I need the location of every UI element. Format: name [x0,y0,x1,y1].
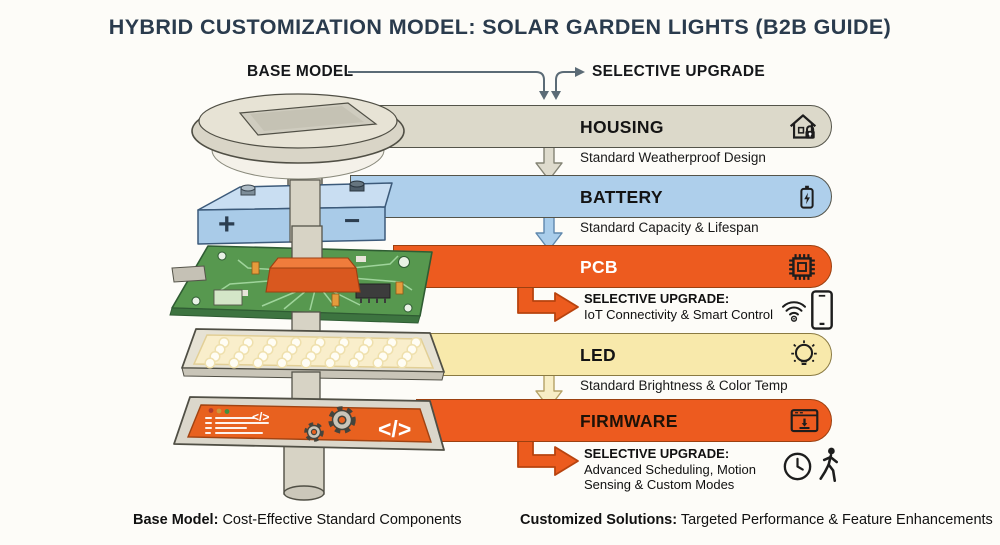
led-bar [398,333,832,376]
firmware-bar [416,399,832,442]
window-download-icon [787,403,822,438]
solar-cap-layer [191,93,405,180]
pcb-upgrade-arrow-icon [517,284,579,322]
firmware-upgrade-title: SELECTIVE UPGRADE: [584,446,730,461]
firmware-upgrade-description: Advanced Scheduling, Motion Sensing & Cu… [584,462,757,493]
led-description: Standard Brightness & Color Temp [580,378,788,393]
customized-solutions-caption-label: Customized Solutions: [520,512,678,528]
housing-bar [378,105,832,148]
base-model-caption: Base Model: Cost-Effective Standard Comp… [133,512,462,528]
flow-fork-arrow-icon [348,67,585,100]
base-model-label: BASE MODEL [247,63,354,80]
code-glyph-large: </> [378,416,411,442]
firmware-title: FIRMWARE [580,411,678,431]
firmware-upgrade-callout: SELECTIVE UPGRADE: Advanced Scheduling, … [584,446,770,492]
battery-plus-sign: + [218,208,236,241]
led-dots [204,336,422,369]
battery-title: BATTERY [580,187,663,207]
battery-minus-sign: − [344,205,360,236]
walking-person-icon [813,446,845,488]
customized-solutions-caption: Customized Solutions: Targeted Performan… [520,512,993,528]
lightbulb-icon [786,337,822,373]
led-title: LED [580,345,616,365]
pole-bottom-stub [283,445,325,501]
customized-solutions-caption-text: Targeted Performance & Feature Enhanceme… [677,512,993,528]
pcb-bar [393,245,832,288]
housing-description: Standard Weatherproof Design [580,150,766,165]
battery-bar [350,175,832,218]
firmware-upgrade-arrow-icon [517,438,579,476]
chip-icon [782,247,822,287]
battery-to-pcb-arrow-icon [535,216,563,251]
housing-to-battery-arrow-icon [535,146,563,181]
page-title: HYBRID CUSTOMIZATION MODEL: SOLAR GARDEN… [108,15,892,39]
pcb-board-layer [169,225,433,324]
pcb-upgrade-title: SELECTIVE UPGRADE: [584,291,730,306]
code-glyph-small: </> [252,410,269,424]
clock-icon [781,450,814,483]
selective-upgrade-label: SELECTIVE UPGRADE [592,63,766,80]
battery-description: Standard Capacity & Lifespan [580,220,759,235]
solar-light-exploded-illustration: + − [169,93,445,501]
housing-title: HOUSING [580,117,664,137]
battery-charge-icon [792,179,822,215]
pcb-title: PCB [580,257,618,277]
gear-icon [304,406,356,442]
base-model-caption-label: Base Model: [133,512,219,528]
pcb-upgrade-callout: SELECTIVE UPGRADE: IoT Connectivity & Sm… [584,291,773,322]
firmware-screen-layer: </> </> [173,396,445,451]
smartphone-icon [809,289,835,331]
pcb-upgrade-description: IoT Connectivity & Smart Control [584,307,774,322]
house-lock-icon [784,108,822,145]
base-model-caption-text: Cost-Effective Standard Components [218,512,462,528]
wifi-icon [779,294,809,324]
